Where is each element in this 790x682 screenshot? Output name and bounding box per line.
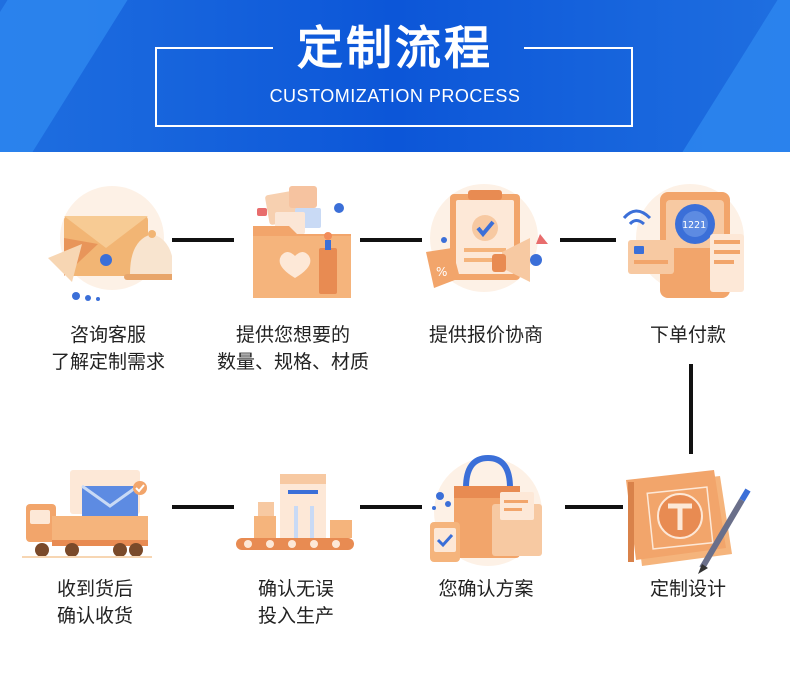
step-1-line1: 咨询客服 xyxy=(69,324,146,346)
page-subtitle: CUSTOMIZATION PROCESS xyxy=(269,86,521,106)
step-4-line1: 下单付款 xyxy=(649,324,726,346)
header-frame xyxy=(155,47,633,127)
connector-3-4 xyxy=(560,238,616,242)
page-title: 定制流程 xyxy=(297,21,493,75)
step-4-label: 下单付款 xyxy=(593,322,783,349)
step-1-label: 咨询客服 了解定制需求 xyxy=(13,322,203,376)
step-5-label: 定制设计 xyxy=(593,576,783,603)
connector-6-7 xyxy=(360,505,422,509)
design-blueprint-icon xyxy=(622,450,752,580)
clipboard-quote-icon: % xyxy=(422,178,552,308)
step-1-line2: 了解定制需求 xyxy=(50,351,165,373)
step-8-label: 收到货后 确认收货 xyxy=(0,576,190,630)
svg-text:%: % xyxy=(436,265,447,279)
svg-text:1221: 1221 xyxy=(682,220,706,231)
header-frame-top-right xyxy=(524,47,633,49)
step-6-line1: 您确认方案 xyxy=(438,578,534,600)
connector-4-5 xyxy=(689,364,693,454)
step-8-line1: 收到货后 xyxy=(56,578,133,600)
consult-icon xyxy=(42,178,172,308)
connector-1-2 xyxy=(172,238,234,242)
step-2-line2: 数量、规格、材质 xyxy=(216,351,369,373)
shopping-bag-confirm-icon xyxy=(422,448,552,578)
step-8-line2: 确认收货 xyxy=(56,605,133,627)
step-2-line1: 提供您想要的 xyxy=(235,324,350,346)
production-line-icon xyxy=(230,450,360,580)
header-banner: 定制流程 CUSTOMIZATION PROCESS xyxy=(0,0,790,152)
step-3-label: 提供报价协商 xyxy=(391,322,581,349)
step-3-line1: 提供报价协商 xyxy=(428,324,543,346)
connector-5-6 xyxy=(565,505,623,509)
step-7-line1: 确认无误 xyxy=(257,578,334,600)
header-frame-top-left xyxy=(155,47,273,49)
step-6-label: 您确认方案 xyxy=(391,576,581,603)
step-2-label: 提供您想要的 数量、规格、材质 xyxy=(198,322,388,376)
folder-files-icon xyxy=(237,178,367,308)
step-5-line1: 定制设计 xyxy=(649,578,726,600)
connector-2-3 xyxy=(360,238,422,242)
delivery-truck-icon xyxy=(22,450,152,580)
connector-7-8 xyxy=(172,505,234,509)
payment-terminal-icon: 1221 xyxy=(620,178,750,308)
step-7-line2: 投入生产 xyxy=(257,605,334,627)
step-7-label: 确认无误 投入生产 xyxy=(201,576,391,630)
